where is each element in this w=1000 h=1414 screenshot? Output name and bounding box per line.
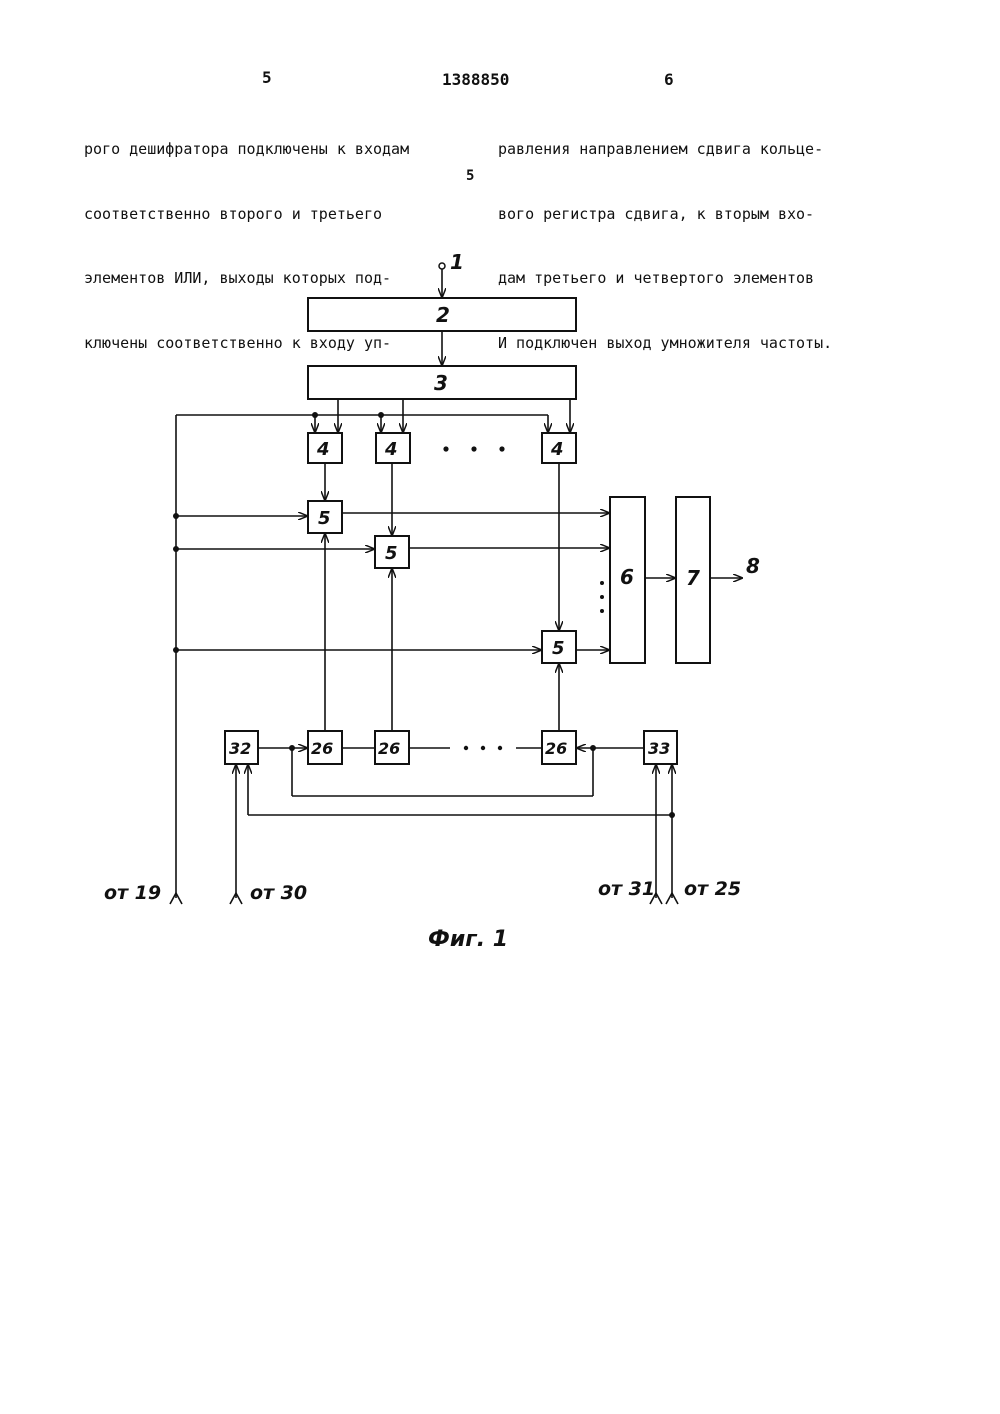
figure-caption: Фиг. 1 xyxy=(428,927,508,952)
block-26-label: 26 xyxy=(311,739,333,758)
input-label-from-19: от 19 xyxy=(104,882,161,904)
input-label-from-31: от 31 xyxy=(598,878,655,900)
block-32-label: 32 xyxy=(229,739,251,758)
input-label-from-25: от 25 xyxy=(684,878,741,900)
block-33-label: 33 xyxy=(648,739,670,758)
block-4-label: 4 xyxy=(550,439,564,460)
block-5-label: 5 xyxy=(318,508,331,529)
block-26-label: 26 xyxy=(545,739,567,758)
block-5-label: 5 xyxy=(385,543,398,564)
input-terminal xyxy=(439,263,445,269)
block-7-label: 7 xyxy=(686,566,700,590)
block-3-label: 3 xyxy=(434,371,448,395)
output-label: 8 xyxy=(746,554,760,578)
input-label: 1 xyxy=(450,250,464,274)
block-5-label: 5 xyxy=(552,638,565,659)
block-6-label: 6 xyxy=(620,565,634,589)
block-26-label: 26 xyxy=(378,739,400,758)
block-2-label: 2 xyxy=(436,303,450,327)
block-4-label: 4 xyxy=(316,439,330,460)
block-4-label: 4 xyxy=(384,439,398,460)
input-label-from-30: от 30 xyxy=(250,882,307,904)
